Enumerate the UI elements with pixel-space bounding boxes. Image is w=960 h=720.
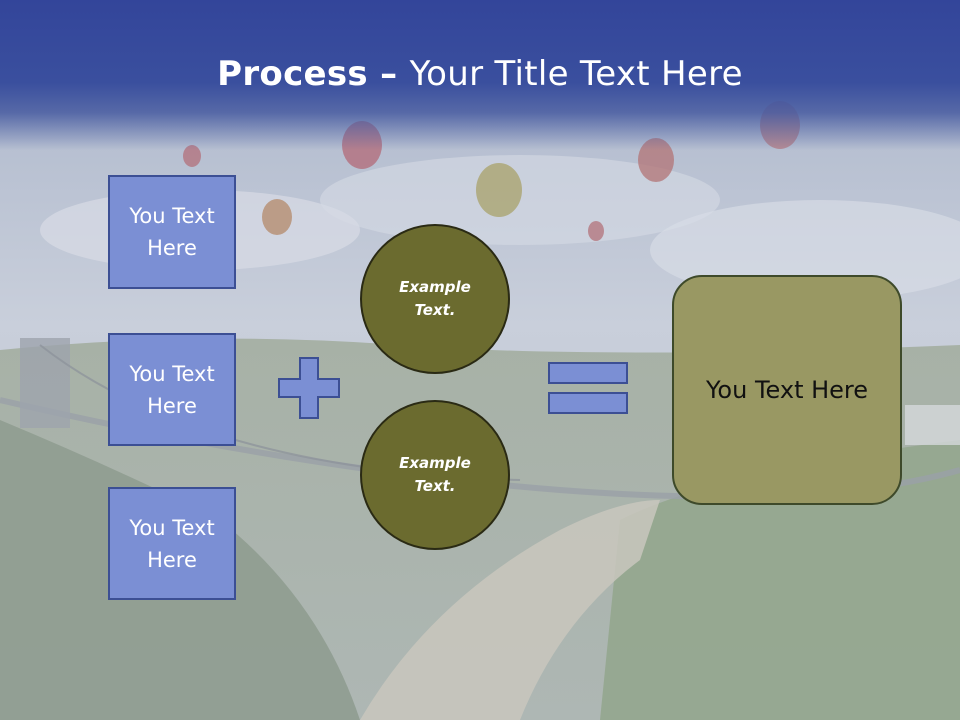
equals-icon: [548, 362, 628, 414]
title-band: [0, 0, 960, 150]
text-box-3-label: You Text Here: [129, 515, 215, 572]
example-circle-2-label: Example Text.: [399, 454, 471, 495]
title-dash: –: [367, 54, 410, 94]
text-box-3[interactable]: You Text Here: [108, 487, 236, 600]
text-box-2[interactable]: You Text Here: [108, 333, 236, 446]
title-rest: Your Title Text Here: [409, 54, 743, 94]
text-box-2-label: You Text Here: [129, 361, 215, 418]
example-circle-1[interactable]: Example Text.: [360, 224, 510, 374]
result-box-label: You Text Here: [705, 376, 869, 404]
example-circle-2[interactable]: Example Text.: [360, 400, 510, 550]
text-box-1[interactable]: You Text Here: [108, 175, 236, 289]
example-circle-1-label: Example Text.: [399, 278, 471, 319]
slide-title[interactable]: Process – Your Title Text Here: [0, 52, 960, 96]
result-box[interactable]: You Text Here: [672, 275, 902, 505]
plus-icon: [278, 357, 340, 419]
title-bold: Process: [217, 54, 368, 94]
text-box-1-label: You Text Here: [129, 204, 215, 260]
